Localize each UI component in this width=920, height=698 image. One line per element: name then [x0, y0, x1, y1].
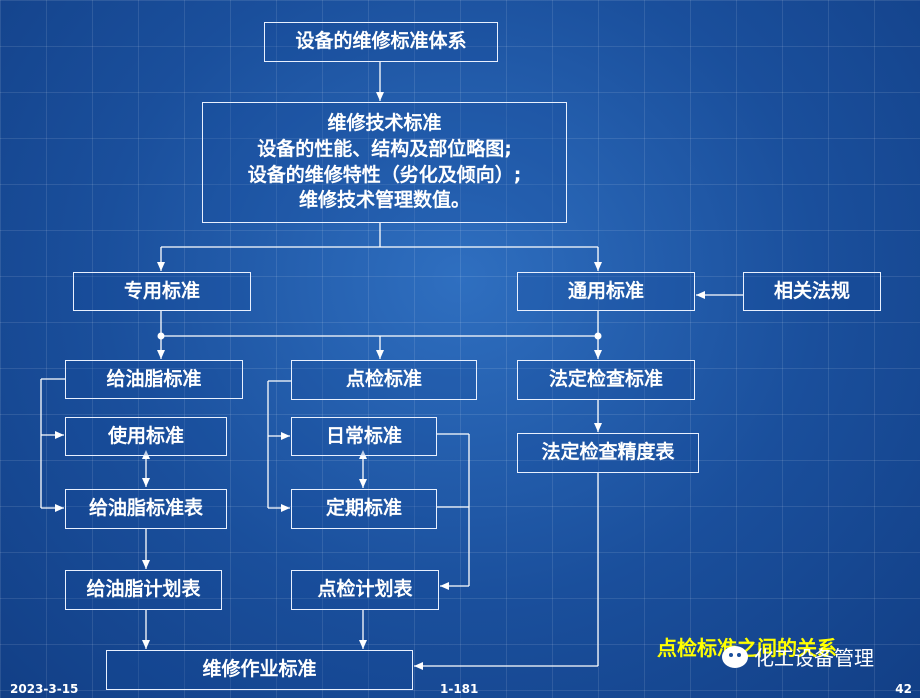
- junction-dot-left: [157, 332, 165, 340]
- node-inspection-plan-table: 点检计划表: [291, 570, 439, 610]
- node-special-standard: 专用标准: [73, 272, 251, 311]
- node-legal-inspection-precision-table: 法定检查精度表: [517, 433, 699, 473]
- node-tech-standard: 维修技术标准 设备的性能、结构及部位略图; 设备的维修特性（劣化及倾向）; 维修…: [202, 102, 567, 223]
- junction-dot-right: [594, 332, 602, 340]
- footer-section: 1-181: [440, 682, 479, 696]
- tech-standard-line-4: 维修技术管理数值。: [298, 189, 470, 212]
- tech-standard-line-3: 设备的维修特性（劣化及倾向）;: [247, 163, 522, 186]
- watermark: 化工设备管理: [722, 642, 874, 671]
- node-related-laws: 相关法规: [743, 272, 881, 311]
- node-usage-standard: 使用标准: [65, 417, 227, 456]
- node-inspection-standard: 点检标准: [291, 360, 477, 400]
- node-greasing-standard-table: 给油脂标准表: [65, 489, 227, 529]
- watermark-text: 化工设备管理: [754, 646, 874, 670]
- node-periodic-standard: 定期标准: [291, 489, 437, 529]
- node-title: 设备的维修标准体系: [264, 22, 498, 62]
- node-legal-inspection-standard: 法定检查标准: [517, 360, 695, 400]
- tech-standard-line-2: 设备的性能、结构及部位略图;: [257, 137, 512, 160]
- footer-page-number: 42: [895, 682, 912, 696]
- node-general-standard: 通用标准: [517, 272, 695, 311]
- tech-standard-line-1: 维修技术标准: [327, 112, 442, 135]
- node-greasing-plan-table: 给油脂计划表: [65, 570, 222, 610]
- node-daily-standard: 日常标准: [291, 417, 437, 456]
- wechat-icon: [722, 645, 748, 668]
- node-greasing-standard: 给油脂标准: [65, 360, 243, 399]
- footer-date: 2023-3-15: [10, 682, 79, 696]
- node-maintenance-work-standard: 维修作业标准: [106, 650, 413, 690]
